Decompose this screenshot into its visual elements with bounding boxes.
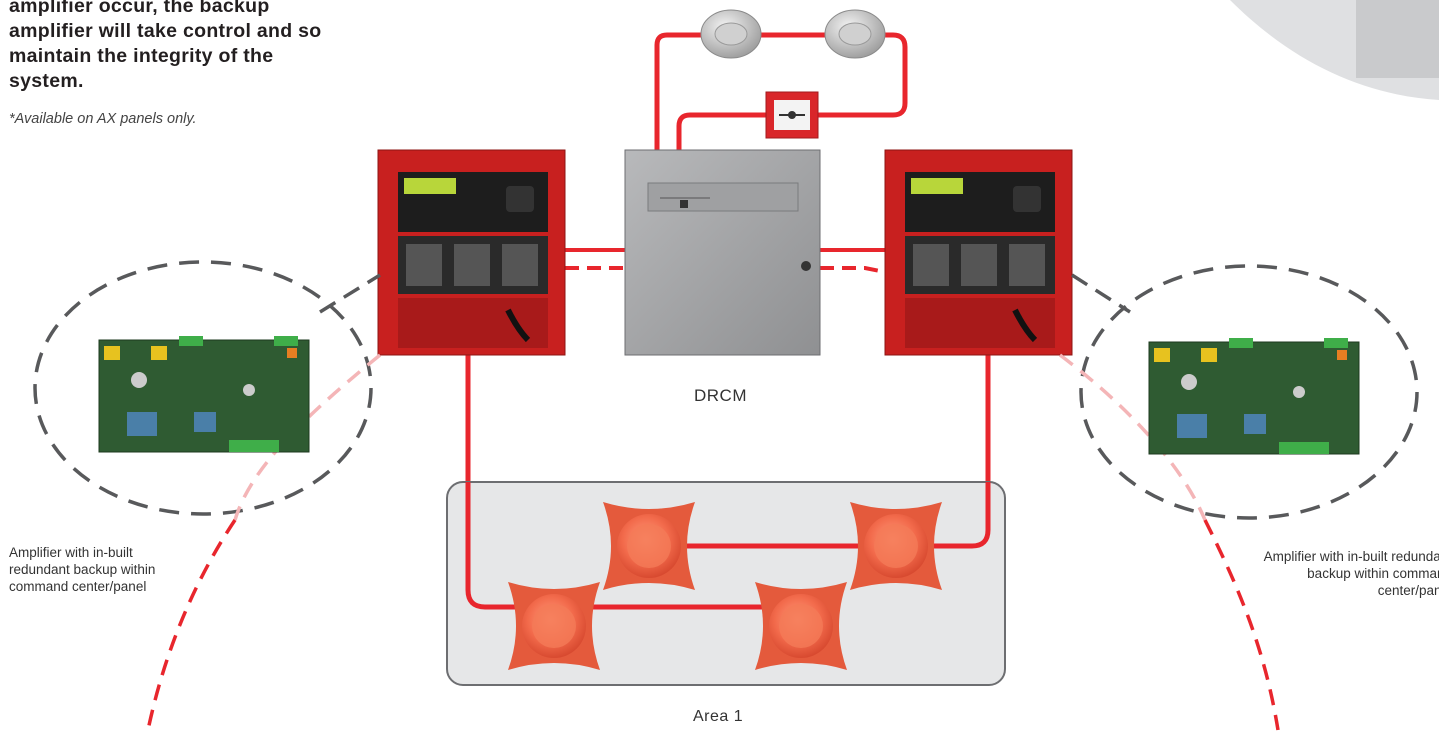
pointer-pink-right (1058, 353, 1207, 521)
manual-call-point-icon (765, 91, 819, 139)
sounder-icon (508, 582, 600, 670)
sounder-icon (755, 582, 847, 670)
smoke-detector-icon (824, 9, 886, 59)
amplifier-board-icon (1148, 338, 1360, 455)
detector-loop-wire (654, 32, 908, 150)
connector-left (319, 273, 381, 314)
intro-body: amplifier occur, the backup amplifier wi… (9, 0, 322, 92)
redundant-link-right (820, 266, 886, 274)
sounder-icon (603, 502, 695, 590)
fire-panel-icon (884, 149, 1073, 356)
amplifier-board-icon (98, 336, 310, 453)
drcm-label: DRCM (694, 386, 747, 405)
amplifier-label-right: Amplifier with in-built redundant backup… (1263, 549, 1439, 598)
pointer-red-right (1203, 519, 1280, 731)
pointer-red-left (146, 519, 237, 731)
fire-panel-icon (377, 149, 566, 356)
smoke-detector-icon (700, 9, 762, 59)
intro-note: *Available on AX panels only. (9, 111, 197, 127)
connector-right (1071, 273, 1131, 314)
amplifier-label-left: Amplifier with in-built redundant backup… (9, 545, 156, 594)
decorative-cabinet-corner (1356, 0, 1439, 78)
sounder-icon (850, 502, 942, 590)
amplifier-callout-left (33, 260, 373, 516)
area-label: Area 1 (693, 708, 744, 725)
drcm-cabinet-icon (624, 149, 821, 356)
amplifier-callout-right (1079, 264, 1419, 520)
intro-text-block: amplifier occur, the backup amplifier wi… (9, 0, 349, 127)
